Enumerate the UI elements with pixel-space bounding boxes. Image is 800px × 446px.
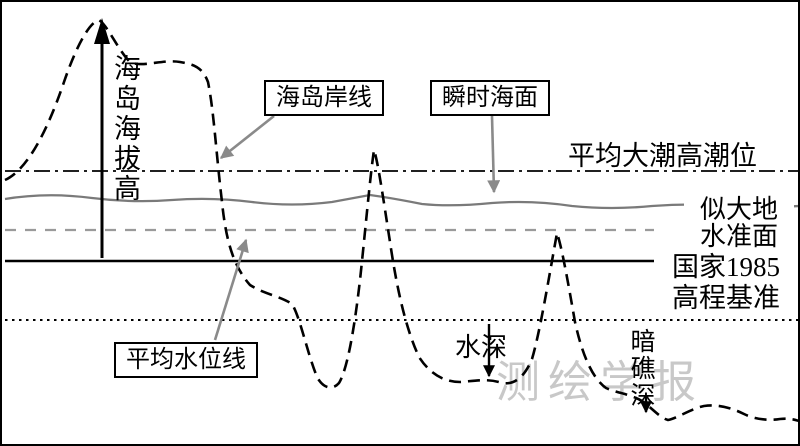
quasi-geoid-label-line1: 似大地 bbox=[699, 195, 778, 224]
instantaneous-sea-surface-line bbox=[4, 193, 798, 210]
island-elevation-arrowhead-icon bbox=[94, 18, 110, 44]
national-1985-datum-label-line2: 高程基准 bbox=[672, 283, 780, 313]
reef-depth-label: 暗礁深 bbox=[627, 328, 654, 409]
island-coastline-label: 海岛岸线 bbox=[264, 80, 384, 116]
quasi-geoid-label-line2: 水准面 bbox=[699, 222, 778, 251]
national-1985-datum-label-line1: 国家1985 bbox=[672, 252, 780, 282]
coastline-callout-arrow bbox=[219, 114, 275, 160]
mean-water-level-label: 平均水位线 bbox=[114, 342, 258, 378]
mean-water-level-callout-arrow bbox=[213, 238, 249, 341]
quasi-geoid-label: 似大地 水准面 bbox=[684, 196, 794, 250]
instantaneous-sea-surface-label: 瞬时海面 bbox=[430, 80, 550, 116]
water-depth-label: 水深 bbox=[455, 333, 508, 362]
island-elevation-label: 海岛海拔高 bbox=[110, 54, 140, 204]
mean-spring-high-tide-label: 平均大潮高潮位 bbox=[568, 141, 757, 171]
sea-surface-callout-arrow bbox=[487, 115, 501, 194]
national-1985-datum-label: 国家1985 高程基准 bbox=[654, 252, 798, 314]
